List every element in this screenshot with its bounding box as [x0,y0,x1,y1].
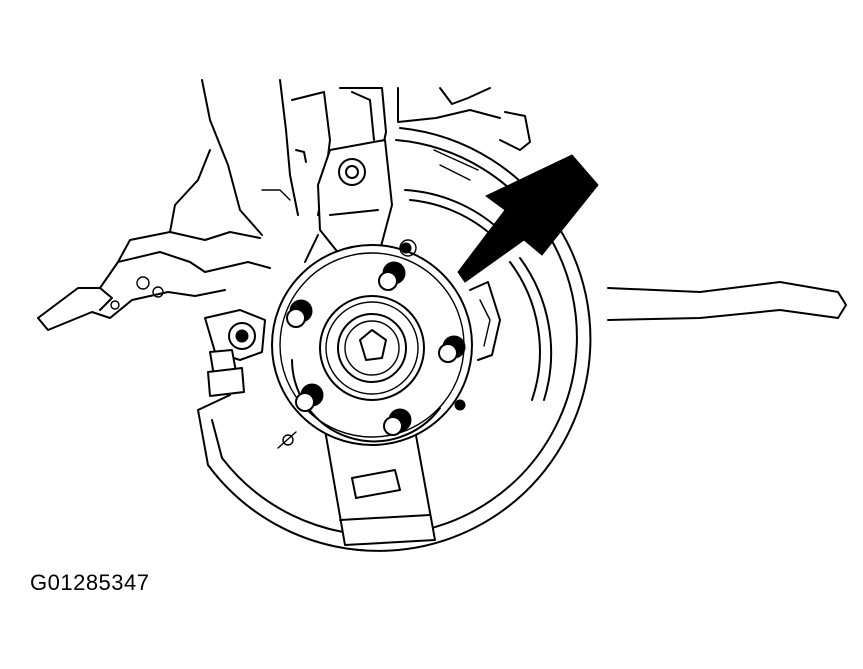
steering-knuckle [304,139,393,263]
lower-control-arm [37,149,271,331]
strut-assembly [201,79,531,236]
driveshaft [607,281,847,321]
wheel-stud [295,383,324,412]
wheel-studs [286,261,466,436]
wheel-stud [378,261,406,291]
pointer-arrow-icon [457,154,599,283]
caliper-bracket [469,281,501,361]
wheel-stud [286,299,313,328]
figure-id-label: G01285347 [30,570,150,595]
lower-knuckle-arm [324,429,436,546]
wheel-hub [271,239,473,446]
wheel-stud [383,408,412,436]
wheel-stud [438,335,466,363]
abs-sensor-bracket [204,309,297,449]
